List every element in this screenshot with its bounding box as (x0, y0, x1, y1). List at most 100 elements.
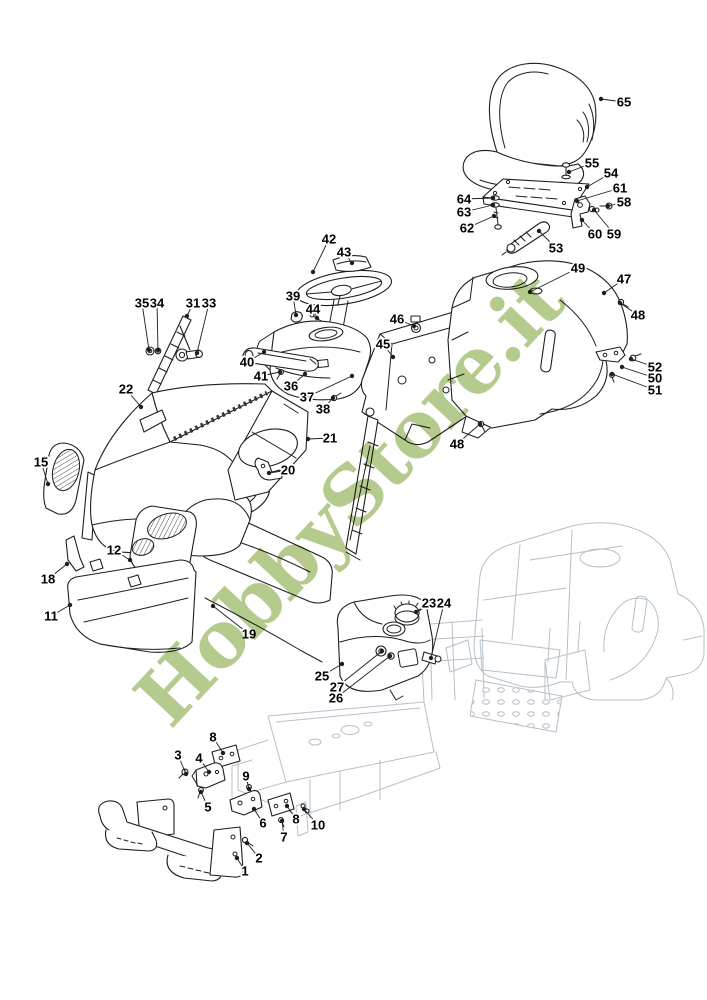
part-callout-24-20: 24 (428, 594, 454, 661)
callout-leader-line (529, 267, 579, 293)
callout-leader-line (600, 98, 625, 103)
part-number-label: 42 (322, 232, 336, 247)
part-number-label: 41 (254, 369, 268, 384)
part-callout-12-12: 12 (105, 541, 133, 563)
callout-leader-line (603, 278, 625, 294)
part-number-label: 19 (242, 627, 256, 642)
bumper-bar-1 (98, 800, 240, 882)
callout-dot (293, 312, 299, 318)
part-callout-38-30: 38 (314, 395, 336, 418)
callout-leader-line (47, 563, 68, 580)
part-callout-3-2: 3 (173, 746, 189, 777)
part-callout-19-15: 19 (210, 603, 258, 643)
part-number-label: 21 (323, 431, 337, 446)
callout-leader-line (286, 805, 297, 820)
washers-59 (588, 205, 600, 213)
callout-dot (598, 96, 604, 102)
callout-dot (206, 769, 212, 775)
callout-dot (183, 771, 189, 777)
callout-dot (536, 228, 542, 234)
callout-leader-line (335, 655, 391, 699)
part-number-label: 4 (195, 751, 203, 766)
callout-dot (339, 661, 345, 667)
part-callout-22-18: 22 (117, 380, 144, 410)
callout-leader-line (260, 371, 281, 377)
callout-dot (490, 195, 496, 201)
callout-leader-line (630, 358, 656, 368)
callout-leader-line (343, 251, 353, 264)
front-bumper-shell-11 (67, 558, 197, 653)
part-number-label: 65 (617, 95, 631, 110)
part-callout-26-22: 26 (327, 653, 393, 707)
part-callout-39-31: 39 (284, 287, 302, 318)
callout-dot (379, 648, 385, 654)
part-callout-49-42: 49 (527, 259, 587, 295)
part-callout-51-44: 51 (609, 371, 664, 399)
callout-leader-line (125, 388, 142, 408)
part-callout-44-36: 44 (304, 300, 323, 321)
part-number-label: 64 (457, 192, 472, 207)
part-callout-15-13: 15 (32, 453, 51, 487)
part-number-label: 10 (311, 818, 325, 833)
callout-leader-line (321, 663, 343, 677)
part-number-label: 53 (549, 241, 563, 256)
part-number-label: 15 (34, 455, 48, 470)
callout-leader-line (336, 650, 383, 688)
callout-leader-line (466, 215, 495, 229)
part-number-label: 52 (648, 360, 662, 375)
part-number-label: 49 (571, 261, 585, 276)
part-number-label: 9 (242, 769, 249, 784)
callout-dot (220, 750, 226, 756)
adjust-lever-53 (501, 221, 551, 256)
part-callout-58-49: 58 (605, 193, 633, 211)
part-callout-54-47: 54 (584, 164, 621, 190)
part-number-label: 40 (240, 355, 254, 370)
callout-dot (619, 364, 625, 370)
callout-leader-line (212, 605, 250, 635)
callout-dot (349, 373, 355, 379)
part-callout-9-9: 9 (241, 767, 251, 792)
callout-dot (45, 481, 51, 487)
part-callout-6-5: 6 (251, 806, 268, 832)
callout-leader-line (40, 461, 49, 485)
part-number-label: 35 (135, 296, 149, 311)
part-callout-61-52: 61 (574, 179, 629, 204)
part-callout-27-23: 27 (328, 648, 385, 696)
callout-dot (601, 290, 607, 296)
callout-leader-line (307, 437, 331, 440)
callout-leader-line (292, 295, 297, 316)
callout-dot (244, 840, 250, 846)
part-callout-11-11: 11 (42, 602, 73, 625)
part-callout-53-46: 53 (536, 228, 565, 257)
callout-leader-line (581, 219, 596, 235)
rear-fender (447, 260, 628, 439)
bracket-8-top (211, 744, 241, 769)
part-number-label: 55 (585, 156, 599, 171)
part-number-label: 48 (450, 437, 464, 452)
callout-leader-line (586, 172, 612, 188)
part-callout-7-6: 7 (279, 818, 289, 846)
callout-dot (387, 653, 393, 659)
callout-dot (194, 350, 200, 356)
part-number-label: 18 (41, 572, 55, 587)
callout-dot (617, 300, 623, 306)
part-callout-48-41: 48 (448, 421, 483, 453)
part-callout-59-50: 59 (591, 207, 623, 243)
part-number-label: 26 (329, 691, 343, 706)
part-number-label: 62 (460, 221, 474, 236)
callout-leader-line (306, 375, 353, 398)
callout-dot (266, 470, 272, 476)
callout-leader-line (611, 373, 656, 391)
part-number-label: 33 (202, 296, 216, 311)
part-number-label: 61 (613, 181, 627, 196)
part-number-label: 8 (209, 730, 216, 745)
callout-dot (198, 789, 204, 795)
steering-wheel (295, 269, 393, 307)
part-number-label: 39 (286, 289, 300, 304)
callout-leader-line (186, 302, 194, 317)
callout-dot (605, 203, 611, 209)
callout-leader-line (50, 604, 71, 617)
callout-dot (301, 806, 307, 812)
part-callout-34-26: 34 (148, 294, 167, 353)
